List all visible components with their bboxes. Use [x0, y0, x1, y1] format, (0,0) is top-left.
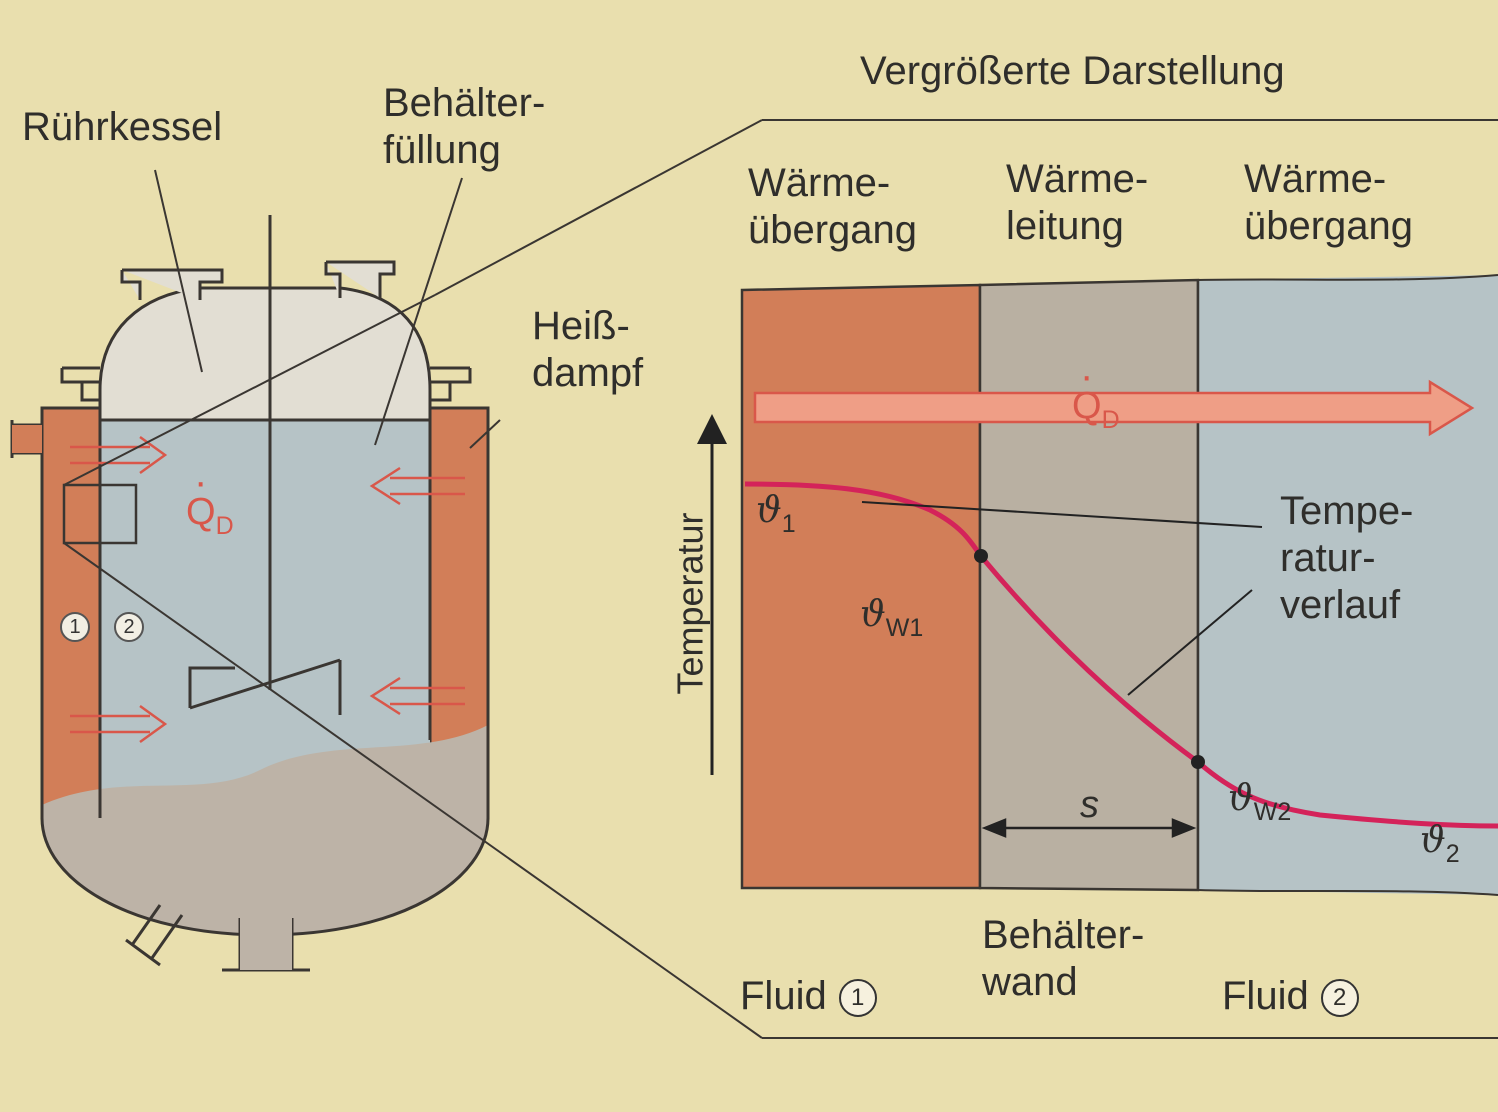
vessel-badge-1: 1 — [60, 612, 90, 642]
fluid2-text: Fluid — [1222, 974, 1309, 1018]
fluid2-region — [1198, 275, 1498, 895]
heat-arrows-vessel — [70, 435, 465, 744]
label-heat-flow-enlarged: QD — [1072, 336, 1120, 444]
label-heat-flow-vessel: QD — [186, 442, 234, 550]
label-waermeleitung: Wärme- leitung — [1006, 157, 1149, 248]
heat-flow-subscript: D — [215, 512, 234, 540]
vessel-lid — [98, 286, 432, 422]
label-ruehrkessel: Rührkessel — [22, 105, 223, 149]
vessel-badge-2: 2 — [114, 612, 144, 642]
stirred-vessel — [10, 119, 1498, 1039]
label-thetaW2: ϑW2 — [1228, 778, 1292, 826]
vessel-bottom-sediment — [42, 725, 488, 935]
heat-flow-symbol: Q — [186, 459, 216, 536]
label-waermeuebergang-2: Wärme- übergang — [1244, 157, 1414, 248]
label-temperatur-axis: Temperatur — [669, 512, 711, 695]
label-thetaW1: ϑW1 — [860, 594, 924, 642]
fluid1-badge: 1 — [838, 979, 877, 1017]
magnifier-box — [62, 483, 138, 545]
label-theta2: ϑ2 — [1420, 820, 1460, 868]
heat-flow-arrow — [753, 379, 1475, 437]
lid-nozzle-right — [324, 260, 396, 298]
lid-flange-right — [430, 366, 472, 402]
label-fluid1: Fluid 1 — [740, 926, 877, 1020]
label-temperaturverlauf: Tempe- ratur- verlauf — [1280, 489, 1414, 627]
heat-flow-subscript-2: D — [1101, 406, 1120, 434]
label-waermeuebergang-1: Wärme- übergang — [748, 161, 918, 252]
fluid1-text: Fluid — [740, 974, 827, 1018]
leader-lines — [63, 119, 1498, 1039]
lid-nozzle-left — [120, 268, 224, 300]
temperature-curve — [744, 481, 1498, 829]
point-thetaW1 — [974, 549, 988, 563]
enlarged-view — [697, 274, 1498, 896]
label-heissdampf: Heiß- dampf — [532, 304, 644, 395]
label-behaelterwand: Behälter- wand — [982, 913, 1145, 1004]
label-behaelterfuellung: Behälter- füllung — [383, 81, 546, 172]
title-vergroesserte-darstellung: Vergrößerte Darstellung — [860, 49, 1285, 93]
label-fluid2: Fluid 2 — [1222, 926, 1359, 1020]
label-wall-thickness: s — [1080, 784, 1099, 826]
vessel-fluid — [100, 420, 430, 818]
fluid2-badge: 2 — [1320, 979, 1359, 1017]
wall-thickness-dimension — [981, 818, 1197, 838]
bottom-side-outlet — [125, 904, 184, 967]
lid-flange-left — [60, 366, 100, 402]
stirrer-blade — [188, 658, 342, 715]
heat-flow-symbol-2: Q — [1072, 353, 1102, 430]
point-thetaW2 — [1191, 755, 1205, 769]
label-theta1: ϑ1 — [756, 490, 796, 538]
